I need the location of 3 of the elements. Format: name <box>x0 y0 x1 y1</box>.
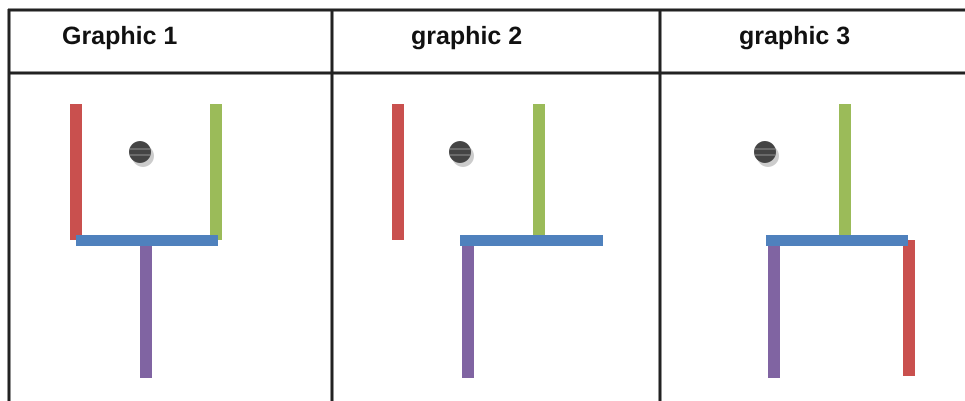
column-header: graphic 2 <box>411 22 522 51</box>
column-header: graphic 3 <box>739 22 850 51</box>
column-header: Graphic 1 <box>62 22 178 51</box>
